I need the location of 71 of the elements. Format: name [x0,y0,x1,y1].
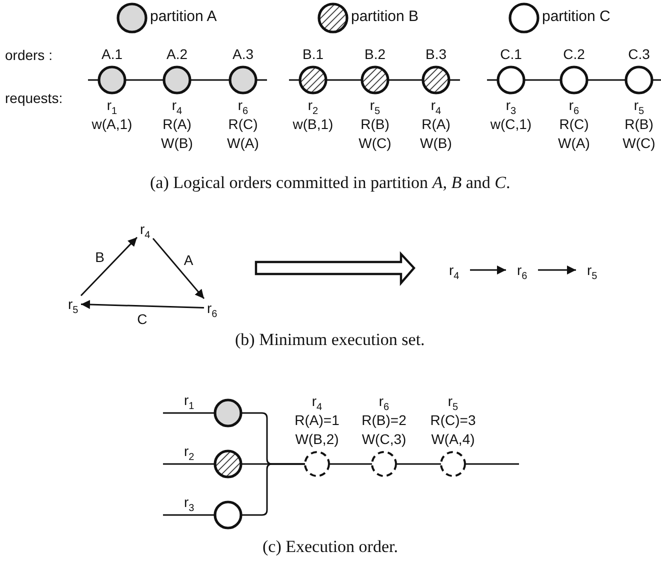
connector-line [190,79,230,81]
operation-label: R(B)=2 W(C,3) [360,411,408,449]
request-id: r$_{6}$ [378,392,390,411]
connector-line [125,79,164,81]
connector-line [388,79,423,81]
request-id: r$_{5}$ [448,392,458,411]
order-label: B.3 [425,45,446,64]
connector-line [587,79,626,81]
connector-line [326,79,362,81]
figure-caption: (b) Minimum execution set. [235,330,425,350]
arrow [470,266,506,274]
request-id: r$_{4}$ [172,96,182,115]
request-id: r$_{1}$ [106,96,118,115]
connector-line [465,463,519,465]
order-label: B.1 [302,45,324,64]
connector-line [329,463,372,465]
operation-label: w(C,1) [490,115,532,134]
operation-label: R(A)=1 W(B,2) [294,411,340,449]
request-label: r$_{6}$ [207,299,218,317]
operation-label: R(B) W(C) [622,115,656,153]
arrow [80,236,138,296]
request-id: r$_{6}$ [568,96,580,115]
request-id: r$_{4}$ [430,96,442,115]
request-id: r$_{3}$ [506,96,516,115]
operation-label: w(A,1) [92,115,132,134]
request-id: r$_{6}$ [238,96,248,115]
legend-label: partition C [542,8,610,25]
order-label: C.2 [563,45,585,64]
order-label: C.1 [500,45,522,64]
request-id: r$_{4}$ [312,392,322,411]
connector-line [241,463,305,516]
row-label: orders : [5,47,52,63]
request-label: r$_{5}$ [68,295,78,313]
operation-label: R(C) W(A) [226,115,260,153]
order-label: B.2 [364,45,386,64]
order-label: A.3 [232,45,254,64]
operation-label: R(B) W(C) [358,115,392,153]
operation-label: R(A) W(B) [419,115,453,153]
connector-line [256,79,267,81]
figure-caption: (c) Execution order. [262,537,398,557]
request-id: r$_{2}$ [308,96,318,115]
connector-line [396,463,441,465]
row-label: requests: [5,90,63,106]
connector-line [524,79,561,81]
connector-line [88,79,99,81]
request-label: r$_{6}$ [517,261,528,279]
order-label: A.2 [166,45,188,64]
figure-caption: (a) Logical orders committed in partition A, B and C. [150,173,510,193]
request-id: r$_{5}$ [634,96,644,115]
operation-label: R(C) W(A) [557,115,591,153]
request-label: r$_{4}$ [140,220,150,238]
request-label: r$_{5}$ [587,261,598,279]
request-id: r$_{5}$ [370,96,380,115]
legend-label: partition A [150,8,217,25]
connector-line [163,412,215,414]
connector-line [449,79,460,81]
order-label: A.1 [101,45,122,64]
operation-label: R(A) W(B) [160,115,194,153]
request-label: r$_{4}$ [449,261,460,279]
arrow [538,266,576,274]
connector-line [289,79,300,81]
connector-line [163,514,215,516]
arrow [80,300,204,309]
operation-label: w(B,1) [292,115,334,134]
operation-label: R(C)=3 W(A,4) [429,411,477,449]
legend-label: partition B [351,8,419,25]
order-label: C.3 [628,45,650,64]
connector-line [487,79,498,81]
connector-line [652,79,661,81]
connector-line [163,463,215,465]
arrow [152,238,205,300]
